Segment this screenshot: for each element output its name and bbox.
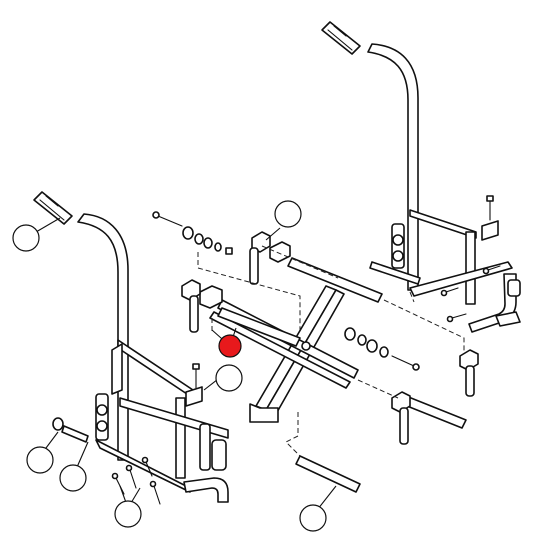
upper-short-tube [369, 261, 421, 285]
right-side-frame [321, 21, 521, 333]
assembly-guide-lines [197, 245, 465, 457]
right-handle-grip [321, 21, 361, 55]
callout-crossbrace-selected[interactable] [218, 334, 242, 358]
left-hinge-block [199, 285, 223, 309]
bottom-tube [295, 455, 361, 493]
left-front-post [175, 397, 186, 479]
right-bracket-plate [481, 220, 499, 241]
callout-axle-pin[interactable] [59, 464, 87, 492]
upper-seat-tube [287, 257, 383, 303]
left-caster-housing [211, 439, 227, 471]
right-lower-tube [401, 395, 467, 429]
left-push-handle [77, 213, 129, 461]
center-hinge-blocks [249, 231, 291, 285]
callout-left-low[interactable] [26, 446, 54, 474]
callout-bottom-tube[interactable] [299, 504, 327, 532]
left-axle-pin [61, 425, 89, 443]
callout-left-handle[interactable] [12, 224, 40, 252]
callout-bracket[interactable] [215, 364, 243, 392]
right-push-handle [367, 43, 419, 291]
left-bracket-plate [185, 386, 203, 407]
left-seat-tube [217, 307, 301, 347]
left-footrest-hanger [183, 477, 229, 503]
left-side-frame [33, 191, 229, 505]
callout-bolts[interactable] [114, 500, 142, 528]
left-hinge-pin [189, 295, 199, 333]
right-seat-rail [409, 209, 477, 239]
right-lower-pin [399, 407, 409, 445]
left-hinge-assembly [95, 393, 109, 441]
upper-fastener-set [152, 211, 233, 255]
left-frame-bolts [111, 456, 161, 505]
left-handle-grip [33, 191, 73, 225]
lower-fastener-set [344, 327, 420, 371]
right-front-post [465, 231, 476, 305]
right-frame-bolts [440, 265, 501, 323]
left-armrest-rail [117, 339, 197, 401]
left-seat-rail [119, 397, 229, 439]
callout-right-upper[interactable] [274, 200, 302, 228]
